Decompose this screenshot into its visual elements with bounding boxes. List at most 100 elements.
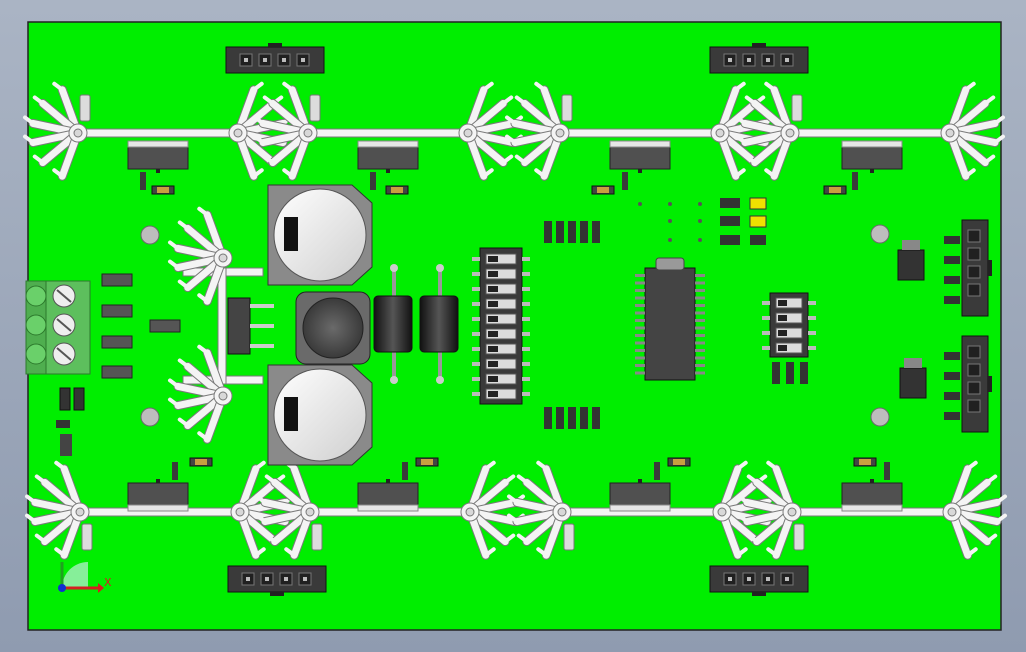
dip-slot xyxy=(485,358,517,370)
regulator-ic-1 xyxy=(899,358,927,399)
screw-terminal-block xyxy=(25,280,91,375)
heatsink-7 xyxy=(737,460,1007,560)
heatsink-8 xyxy=(168,206,274,444)
connector-group xyxy=(225,43,992,596)
via-dot xyxy=(638,202,642,206)
power-inductor xyxy=(295,291,371,365)
dip-switch-4 xyxy=(762,292,816,358)
smd-array xyxy=(568,407,576,429)
status-led-1 xyxy=(749,215,767,228)
via-dot xyxy=(668,219,672,223)
gate-lead xyxy=(622,172,628,190)
standoff-pillar xyxy=(563,523,575,551)
resistor-7 xyxy=(853,457,877,467)
dip-slot xyxy=(775,297,803,309)
heatsink-4 xyxy=(25,460,295,560)
heatsink-1 xyxy=(253,81,523,181)
side-connector-1 xyxy=(961,335,992,433)
smd-resistor xyxy=(944,296,960,304)
mosfet-0 xyxy=(127,140,189,173)
smd-part xyxy=(750,235,766,245)
standoff-pillar xyxy=(791,94,803,122)
via-dot xyxy=(698,202,702,206)
dip-slot xyxy=(775,327,803,339)
axis-triad: X xyxy=(58,562,112,593)
dip-slot xyxy=(485,268,517,280)
axial-diode-0 xyxy=(373,264,413,384)
regulator-ic-0 xyxy=(897,240,925,281)
power-resistor xyxy=(101,365,133,379)
z-axis-icon xyxy=(58,584,66,592)
smd-resistor xyxy=(944,236,960,244)
standoff-pillar xyxy=(311,523,323,551)
smd-resistor xyxy=(944,372,960,380)
mounting-hole xyxy=(140,407,160,427)
gate-lead xyxy=(140,172,146,190)
standoff-pillar xyxy=(793,523,805,551)
smd-array xyxy=(568,221,576,243)
smd-array xyxy=(592,221,600,243)
smd-resistor xyxy=(944,276,960,284)
resistor-5 xyxy=(415,457,439,467)
dip-slot xyxy=(485,343,517,355)
resistor-3 xyxy=(823,185,847,195)
smd-diode xyxy=(56,420,70,428)
connector-4pin-3 xyxy=(709,565,809,596)
mosfet-group xyxy=(127,140,903,512)
resistor-4 xyxy=(189,457,213,467)
microcontroller xyxy=(635,257,705,381)
smd-array xyxy=(544,407,552,429)
power-resistor xyxy=(101,304,133,318)
connector-4pin-0 xyxy=(225,43,325,74)
via-dot xyxy=(668,238,672,242)
smd-resistor xyxy=(800,362,808,384)
smd-resistor xyxy=(944,392,960,400)
standoff-pillar xyxy=(81,523,93,551)
power-resistor xyxy=(149,319,181,333)
standoff-pillar xyxy=(561,94,573,122)
dip-slot xyxy=(485,283,517,295)
gate-lead xyxy=(884,462,890,480)
status-led-0 xyxy=(749,197,767,210)
dip-switch-10 xyxy=(472,247,530,405)
power-resistor xyxy=(101,335,133,349)
x-axis-label: X xyxy=(104,576,112,589)
smd-part xyxy=(720,235,740,245)
standoff-pillar xyxy=(79,94,91,122)
x-arrow-icon xyxy=(98,583,104,593)
mosfet-6 xyxy=(609,479,671,512)
mosfet-1 xyxy=(357,140,419,173)
mosfet-5 xyxy=(357,479,419,512)
via-dot xyxy=(698,238,702,242)
mounting-hole xyxy=(870,224,890,244)
mounting-hole xyxy=(140,225,160,245)
smd-part xyxy=(720,216,740,226)
gate-lead xyxy=(402,462,408,480)
via-dot xyxy=(698,219,702,223)
smd-array xyxy=(556,221,564,243)
gate-lead xyxy=(654,462,660,480)
dip-slot xyxy=(485,253,517,265)
smd-capacitor xyxy=(59,387,71,411)
smd-resistor xyxy=(944,256,960,264)
smd-resistor xyxy=(944,412,960,420)
electrolytic-capacitor-1 xyxy=(267,364,373,466)
gate-lead xyxy=(370,172,376,190)
smd-resistor xyxy=(944,352,960,360)
misc-parts-group xyxy=(25,172,960,480)
smd-resistor xyxy=(772,362,780,384)
dip-slot xyxy=(485,298,517,310)
mosfet-3 xyxy=(841,140,903,173)
triad-plane-icon xyxy=(62,562,88,588)
heatsink-3 xyxy=(735,81,1005,181)
axial-diode-1 xyxy=(419,264,459,384)
mosfet-7 xyxy=(841,479,903,512)
heatsink-5 xyxy=(255,460,525,560)
dip-slot xyxy=(775,312,803,324)
smd-resistor xyxy=(786,362,794,384)
power-resistor xyxy=(101,273,133,287)
smd-array xyxy=(556,407,564,429)
dip-slot xyxy=(485,388,517,400)
